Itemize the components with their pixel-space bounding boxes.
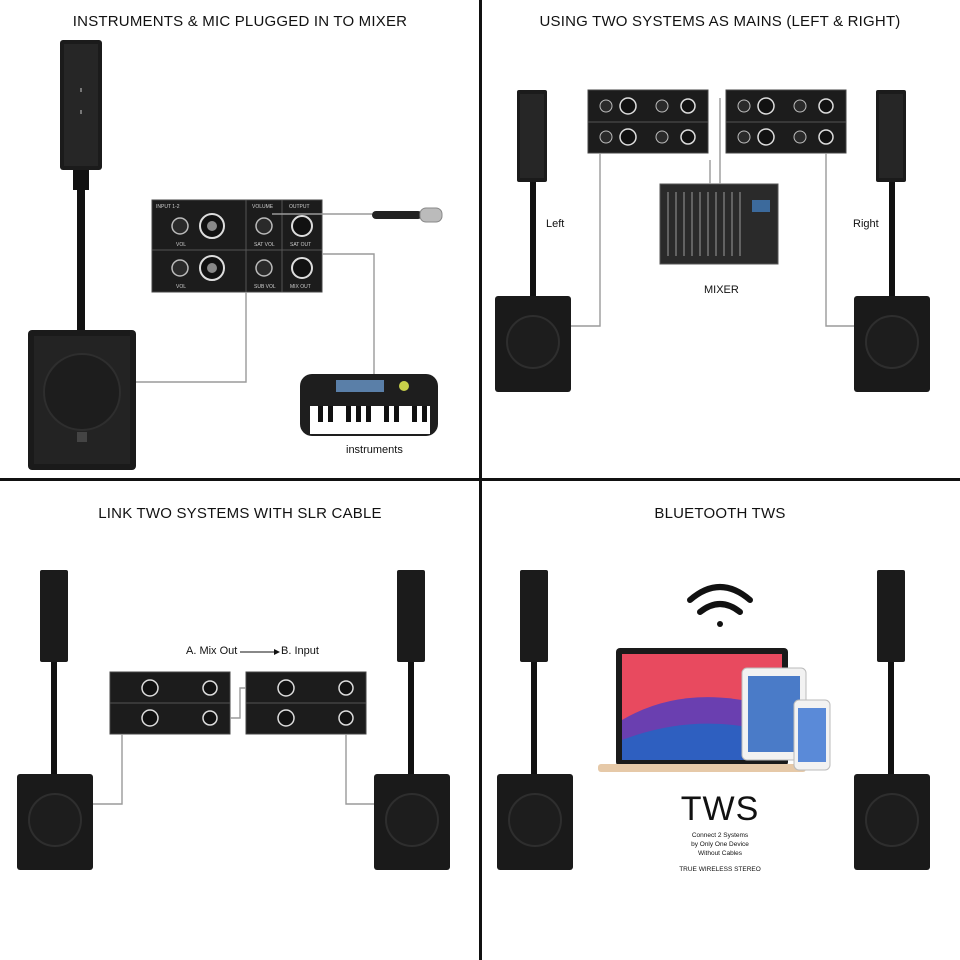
left-control-panel <box>587 89 709 154</box>
right-subwoofer <box>374 774 450 870</box>
panel-title: BLUETOOTH TWS <box>654 505 786 522</box>
speaker-pole <box>77 170 85 332</box>
panel-volume-label: VOLUME <box>252 204 274 210</box>
panel-sub-vol-label: SUB VOL <box>254 284 276 290</box>
link-diagram <box>17 570 450 870</box>
right-satellite-speaker <box>397 570 425 662</box>
arrow-icon <box>240 649 280 655</box>
tws-caption-1: Connect 2 Systems <box>691 832 749 839</box>
panel-vol2-label: VOL <box>176 284 186 290</box>
panel-mix-out-label: MIX OUT <box>290 284 311 290</box>
mix-out-label: A. Mix Out <box>186 645 238 657</box>
satellite-speaker <box>60 40 102 170</box>
panel-title: LINK TWO SYSTEMS WITH SLR CABLE <box>98 505 382 522</box>
panel-bluetooth-tws: BLUETOOTH TWS <box>480 480 960 960</box>
instruments-diagram: INPUT 1-2 VOLUME OUTPUT VOL SAT VOL SAT … <box>28 40 443 470</box>
panel-instruments-mixer: INSTRUMENTS & MIC PLUGGED IN TO MIXER <box>0 0 480 480</box>
instruments-label: instruments <box>346 444 403 456</box>
right-label: Right <box>853 218 879 230</box>
panel-input-label: INPUT 1-2 <box>156 204 180 210</box>
tws-caption-2: by Only One Device <box>691 841 749 848</box>
tws-heading: TWS <box>680 790 760 828</box>
input-label: B. Input <box>281 645 319 657</box>
tws-caption-3: Without Cables <box>697 850 743 857</box>
panel-title: USING TWO SYSTEMS AS MAINS (LEFT & RIGHT… <box>539 13 901 30</box>
panel-sat-out-label: SAT OUT <box>290 242 311 248</box>
tablet-icon <box>741 667 807 761</box>
left-subwoofer <box>495 296 571 392</box>
left-satellite-speaker <box>517 90 547 182</box>
right-subwoofer <box>854 774 930 870</box>
subwoofer <box>28 330 136 470</box>
wifi-icon <box>687 584 753 627</box>
left-label: Left <box>546 218 565 230</box>
left-subwoofer <box>497 774 573 870</box>
tws-footer: TRUE WIRELESS STEREO <box>679 866 761 873</box>
tws-diagram <box>497 570 930 870</box>
mixer-label: MIXER <box>704 284 739 296</box>
panel-two-mains: USING TWO SYSTEMS AS MAINS (LEFT & RIGHT… <box>480 0 960 480</box>
keyboard-icon <box>300 374 438 436</box>
left-control-panel <box>109 671 231 735</box>
right-subwoofer <box>854 296 930 392</box>
left-subwoofer <box>17 774 93 870</box>
phone-icon <box>793 699 831 771</box>
control-panel: INPUT 1-2 VOLUME OUTPUT VOL SAT VOL SAT … <box>151 199 323 293</box>
panel-link-slr: LINK TWO SYSTEMS WITH SLR CABLE <box>0 480 480 960</box>
left-satellite-speaker <box>520 570 548 662</box>
panel-title: INSTRUMENTS & MIC PLUGGED IN TO MIXER <box>72 13 408 30</box>
right-satellite-speaker <box>877 570 905 662</box>
mixer-console <box>659 183 779 265</box>
two-mains-diagram <box>495 89 930 392</box>
microphone-icon <box>372 207 443 223</box>
right-control-panel <box>245 671 367 735</box>
panel-output-label: OUTPUT <box>289 204 310 210</box>
right-satellite-speaker <box>876 90 906 182</box>
horizontal-divider <box>0 478 960 481</box>
right-control-panel <box>725 89 847 154</box>
left-satellite-speaker <box>40 570 68 662</box>
panel-sat-vol-label: SAT VOL <box>254 242 275 248</box>
panel-vol-label: VOL <box>176 242 186 248</box>
